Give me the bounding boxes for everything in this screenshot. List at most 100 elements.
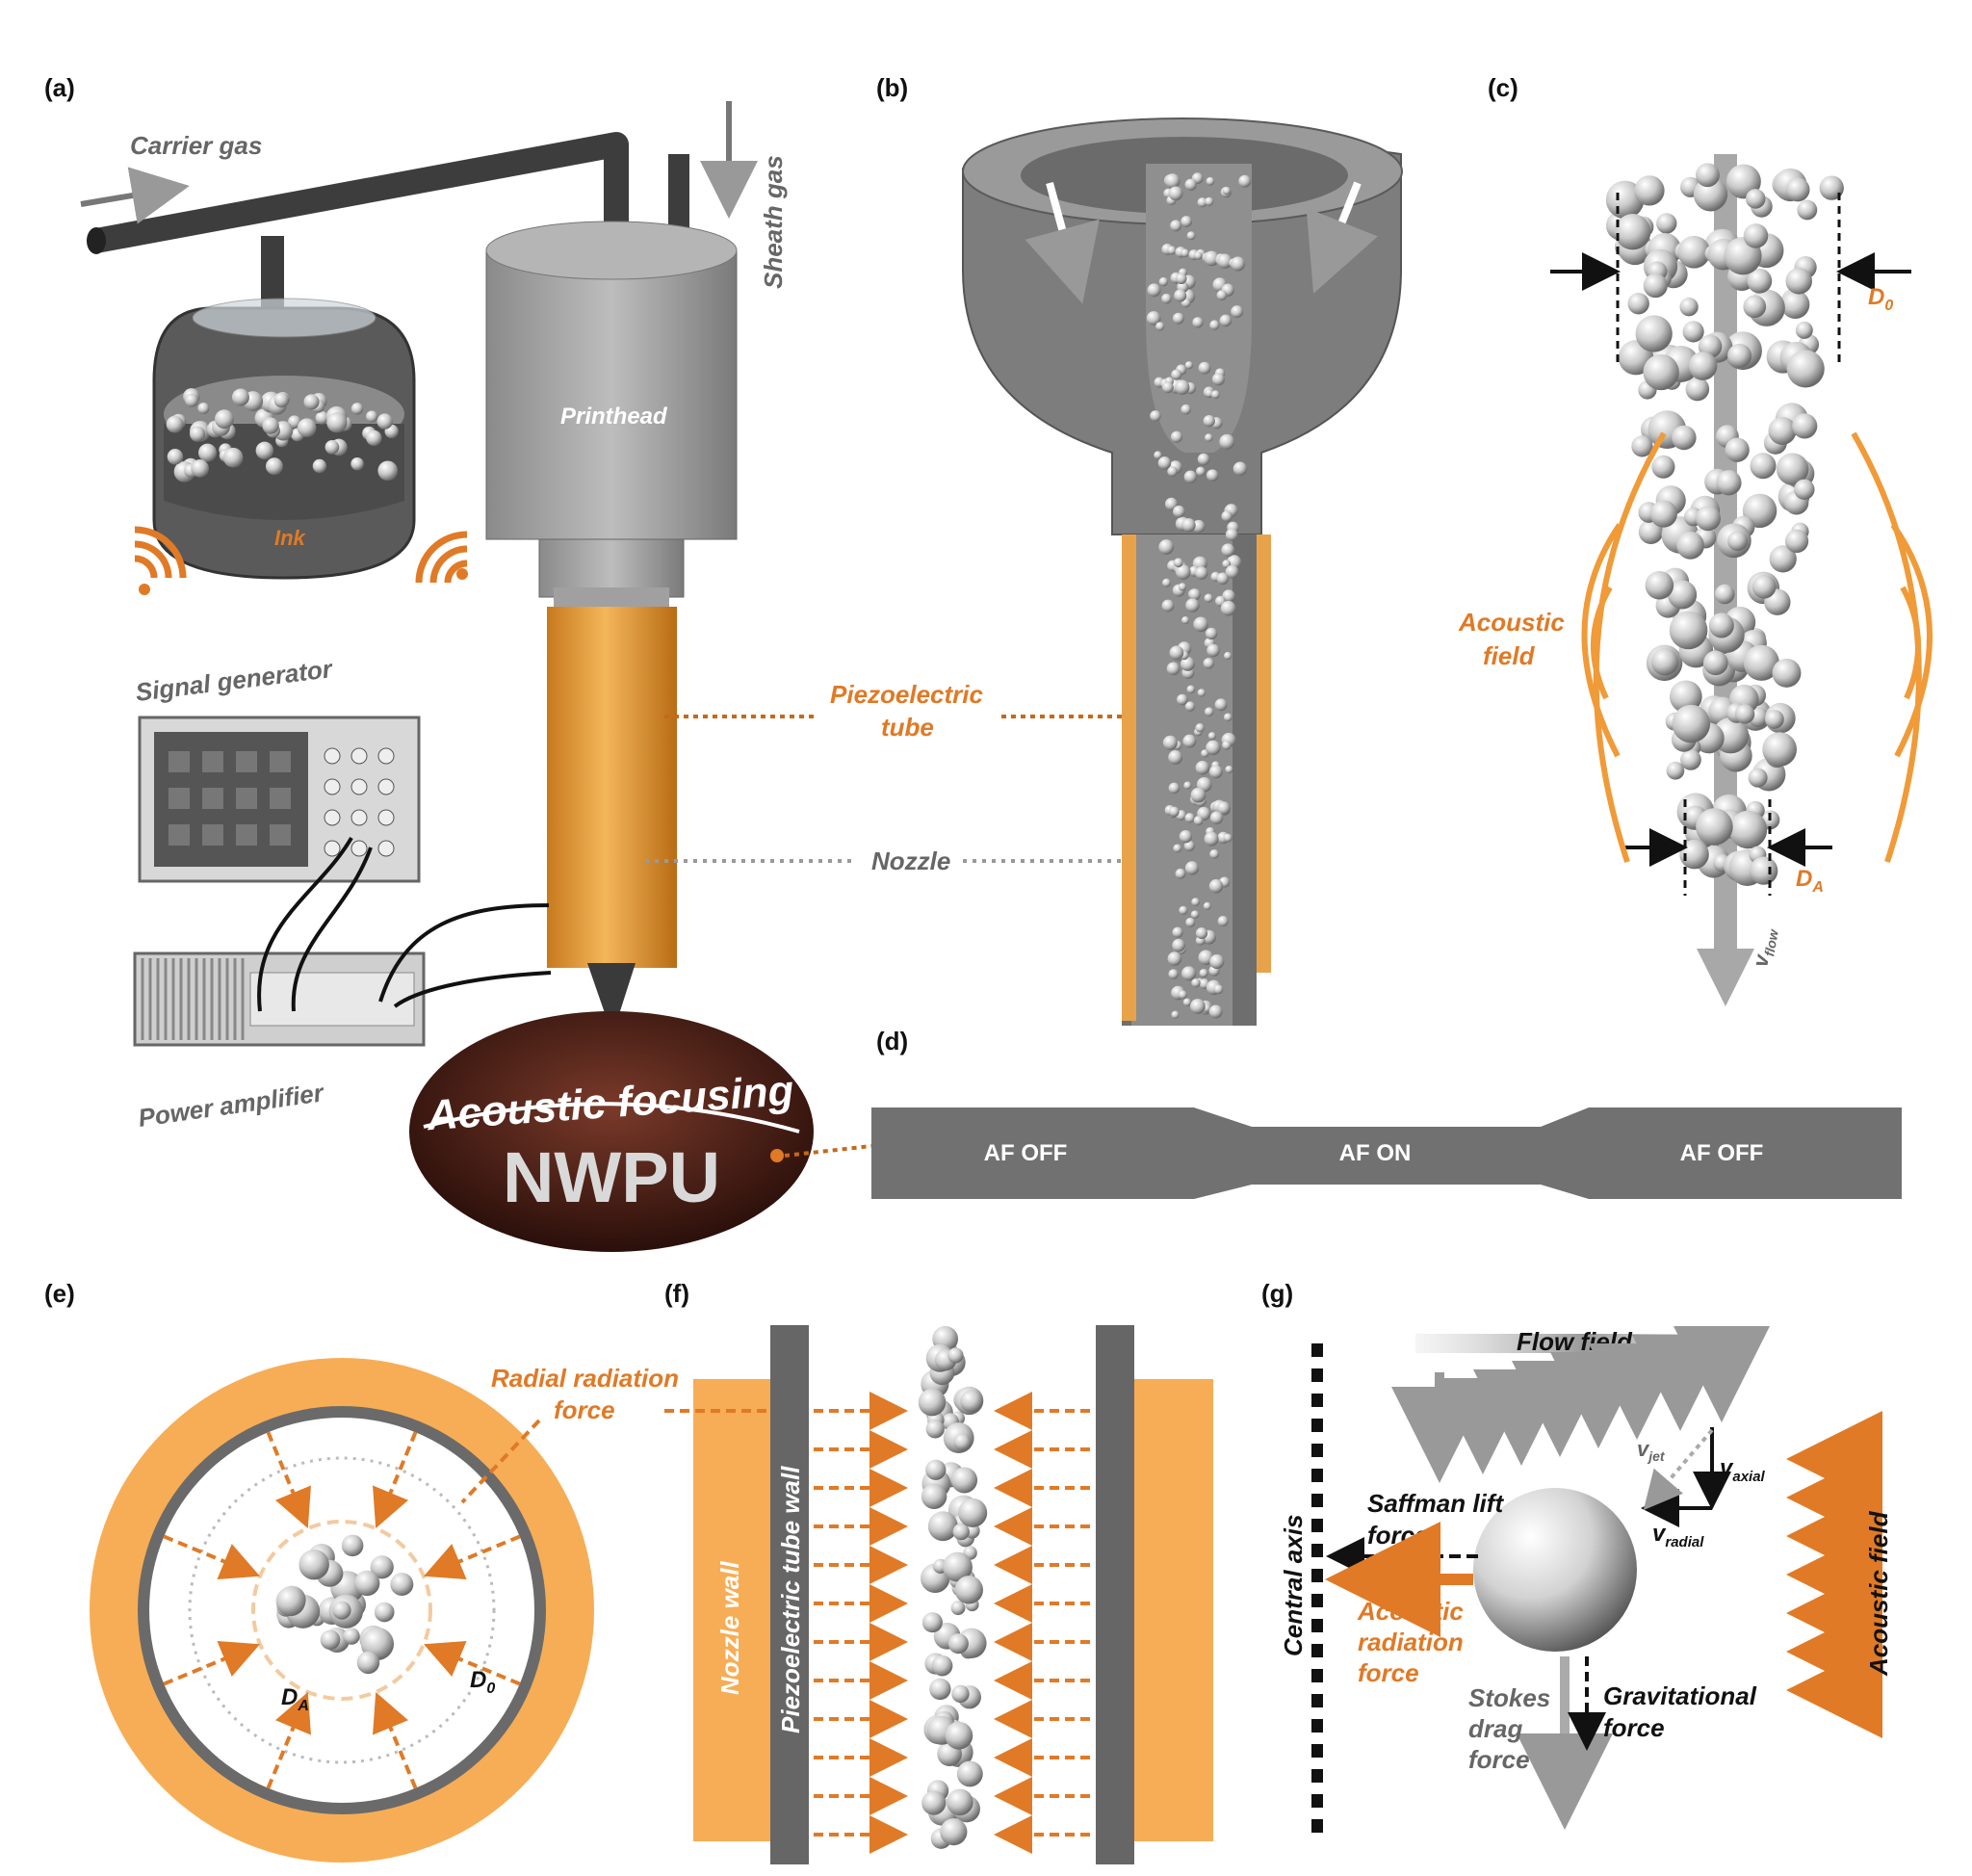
knob (350, 747, 368, 765)
saffman-line2: force (1367, 1521, 1429, 1550)
nozzle-particle (1207, 732, 1216, 741)
nozzle-particle (1173, 844, 1182, 853)
nozzle-particle (1162, 381, 1174, 394)
nozzle-particle (1219, 433, 1235, 450)
screen-cell (236, 751, 257, 772)
nozzle-particle (1223, 713, 1232, 722)
nozzle-particle (1203, 658, 1214, 669)
beam-particle (1743, 223, 1769, 248)
radial-label-line1: Radial radiation (491, 1364, 679, 1393)
nozzle-particle (1171, 369, 1182, 380)
panel-d: AF OFF AF ON AF OFF (871, 1107, 1902, 1199)
da-circle (251, 1520, 432, 1701)
stokes-line2: drag (1468, 1714, 1522, 1743)
knob (377, 840, 395, 857)
beam-particle (1762, 732, 1798, 767)
nozzle-particle (1216, 801, 1231, 815)
beam-particle (1688, 352, 1718, 380)
beam-particle (1651, 455, 1675, 479)
panel-c: D0 DA Acoustic field vflow (1458, 154, 1933, 1006)
nozzle-particle (1166, 662, 1181, 676)
beam-particle (1786, 350, 1825, 388)
piezo-right-wall (1257, 534, 1271, 973)
nozzle-particle (1209, 320, 1220, 330)
nozzle-particle (1150, 410, 1161, 422)
knob (377, 778, 395, 795)
nozzle-particle (1231, 305, 1244, 319)
nozzle-particle (1181, 616, 1190, 625)
central-axis-label: Central axis (1279, 1515, 1308, 1656)
ink-particle (288, 415, 301, 429)
focused-particle (958, 1498, 988, 1527)
ink-particle (222, 447, 244, 468)
nozzle-particle (1157, 456, 1172, 470)
ink-label: Ink (274, 526, 307, 550)
beam-particle (1645, 570, 1674, 600)
nozzle-particle (1203, 901, 1211, 910)
nozzle-particle (1184, 361, 1193, 370)
nozzle-particle (1216, 572, 1230, 586)
vflow-label: vflow (1748, 925, 1781, 970)
beam-particle (1727, 531, 1749, 552)
nozzle-particle (1162, 735, 1178, 750)
nozzle-particle (1185, 598, 1200, 612)
pipe-end (87, 227, 106, 254)
panel-f: Nozzle wall Piezoelectric tube wall (664, 1325, 1213, 1864)
nozzle-particle (1161, 599, 1175, 612)
nozzle-wall-label: Nozzle wall (715, 1561, 744, 1695)
nozzle-particle (1177, 693, 1188, 706)
beam-particle (1680, 749, 1701, 770)
focused-particle (925, 1420, 945, 1439)
beam-particle (1669, 680, 1702, 714)
nozzle-particle (1191, 977, 1201, 988)
nozzle-particle (1222, 187, 1232, 195)
beam-particle (1734, 704, 1755, 724)
nozzle-particle (1172, 938, 1185, 952)
ink-particle (303, 394, 320, 410)
nozzle-particle (1184, 178, 1197, 191)
e-d0-label: D0 (470, 1667, 495, 1697)
cable-2 (291, 847, 373, 1012)
cross-section-particle (341, 1534, 364, 1557)
cross-section-particle (374, 1602, 395, 1623)
nozzle-particle (1181, 966, 1197, 981)
nozzle-particle (1204, 707, 1214, 717)
radial-force-arrow (423, 1641, 521, 1686)
beam-particle (1696, 808, 1733, 846)
beam-particle (1750, 856, 1778, 885)
nozzle-particle (1175, 379, 1190, 395)
nozzle-particle (1205, 433, 1213, 442)
beam-particle (1669, 611, 1708, 650)
beam-particle (1635, 315, 1673, 352)
panel-label-c: (c) (1488, 73, 1518, 102)
nozzle-particle (1175, 564, 1191, 580)
nozzle-particle (1181, 216, 1193, 227)
beam-particle (1784, 529, 1809, 554)
nozzle-particle (1222, 560, 1232, 569)
ink-particle (273, 392, 290, 408)
nozzle-particle (1204, 250, 1220, 267)
left-nozzle-wall (770, 1325, 809, 1864)
acoustic-field-line1: Acoustic (1458, 608, 1565, 637)
nozzle-particle (1178, 990, 1187, 1000)
printhead (485, 221, 738, 607)
ink-particle (366, 430, 382, 446)
screen-cell (169, 824, 190, 846)
beam-particle (1634, 175, 1665, 206)
ink-particle (198, 443, 218, 462)
flow-field-label: Flow field (1517, 1327, 1633, 1356)
dome-marker (770, 1149, 784, 1162)
nozzle-particle (1210, 390, 1220, 400)
nozzle-particle (1191, 519, 1206, 534)
panel-label-b: (b) (876, 73, 908, 102)
panel-label-d: (d) (876, 1027, 908, 1055)
vibration-dot-right (456, 568, 468, 580)
nozzle-particle (1193, 816, 1204, 826)
beam-particle (1745, 189, 1766, 209)
radial-force-arrow (266, 1691, 311, 1789)
cable-3 (378, 903, 550, 1003)
nozzle-particle (1176, 273, 1187, 285)
nozzle-particle (1208, 765, 1223, 779)
nozzle-particle (1172, 312, 1184, 325)
